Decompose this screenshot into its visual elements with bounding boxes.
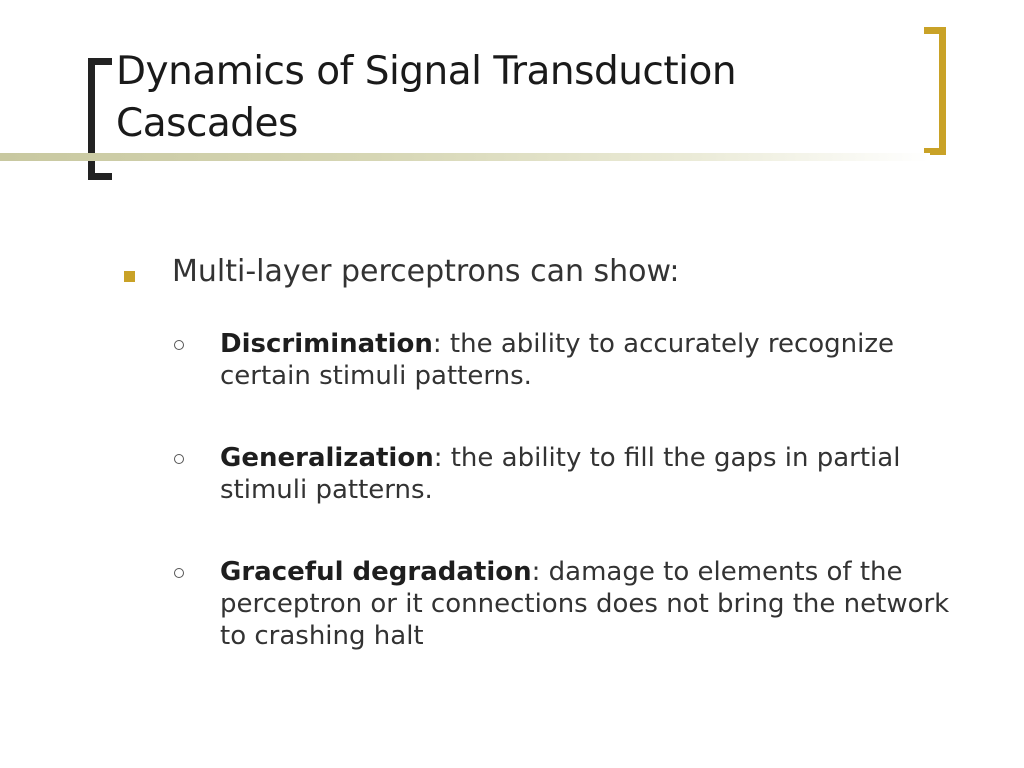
sub-bullet-discrimination: Discrimination: the ability to accuratel… — [120, 328, 980, 392]
sub-bullet-graceful-degradation: Graceful degradation: damage to elements… — [120, 556, 980, 652]
sub-bullet-text: : damage to elements of the perceptron o… — [220, 557, 950, 651]
main-bullet: Multi-layer perceptrons can show: — [120, 252, 980, 292]
sub-bullet-list: Discrimination: the ability to accuratel… — [120, 328, 980, 652]
right-bracket-icon — [924, 27, 946, 155]
left-bracket-icon — [88, 58, 112, 180]
circle-bullet-icon — [174, 568, 184, 578]
square-bullet-icon — [124, 271, 135, 282]
main-bullet-text: Multi-layer perceptrons can show: — [172, 254, 680, 289]
circle-bullet-icon — [174, 454, 184, 464]
circle-bullet-icon — [174, 340, 184, 350]
sub-bullet-text: : the ability to accurately recognize ce… — [220, 329, 895, 391]
sub-bullet-term: Graceful degradation — [220, 557, 532, 587]
slide-content: Multi-layer perceptrons can show: Discri… — [120, 252, 980, 702]
sub-bullet-generalization: Generalization: the ability to fill the … — [120, 442, 980, 506]
sub-bullet-text: : the ability to fill the gaps in partia… — [220, 443, 901, 505]
sub-bullet-term: Generalization — [220, 443, 434, 473]
sub-bullet-term: Discrimination — [220, 329, 433, 359]
title-underline — [0, 153, 930, 161]
slide-title: Dynamics of Signal Transduction Cascades — [116, 49, 737, 146]
